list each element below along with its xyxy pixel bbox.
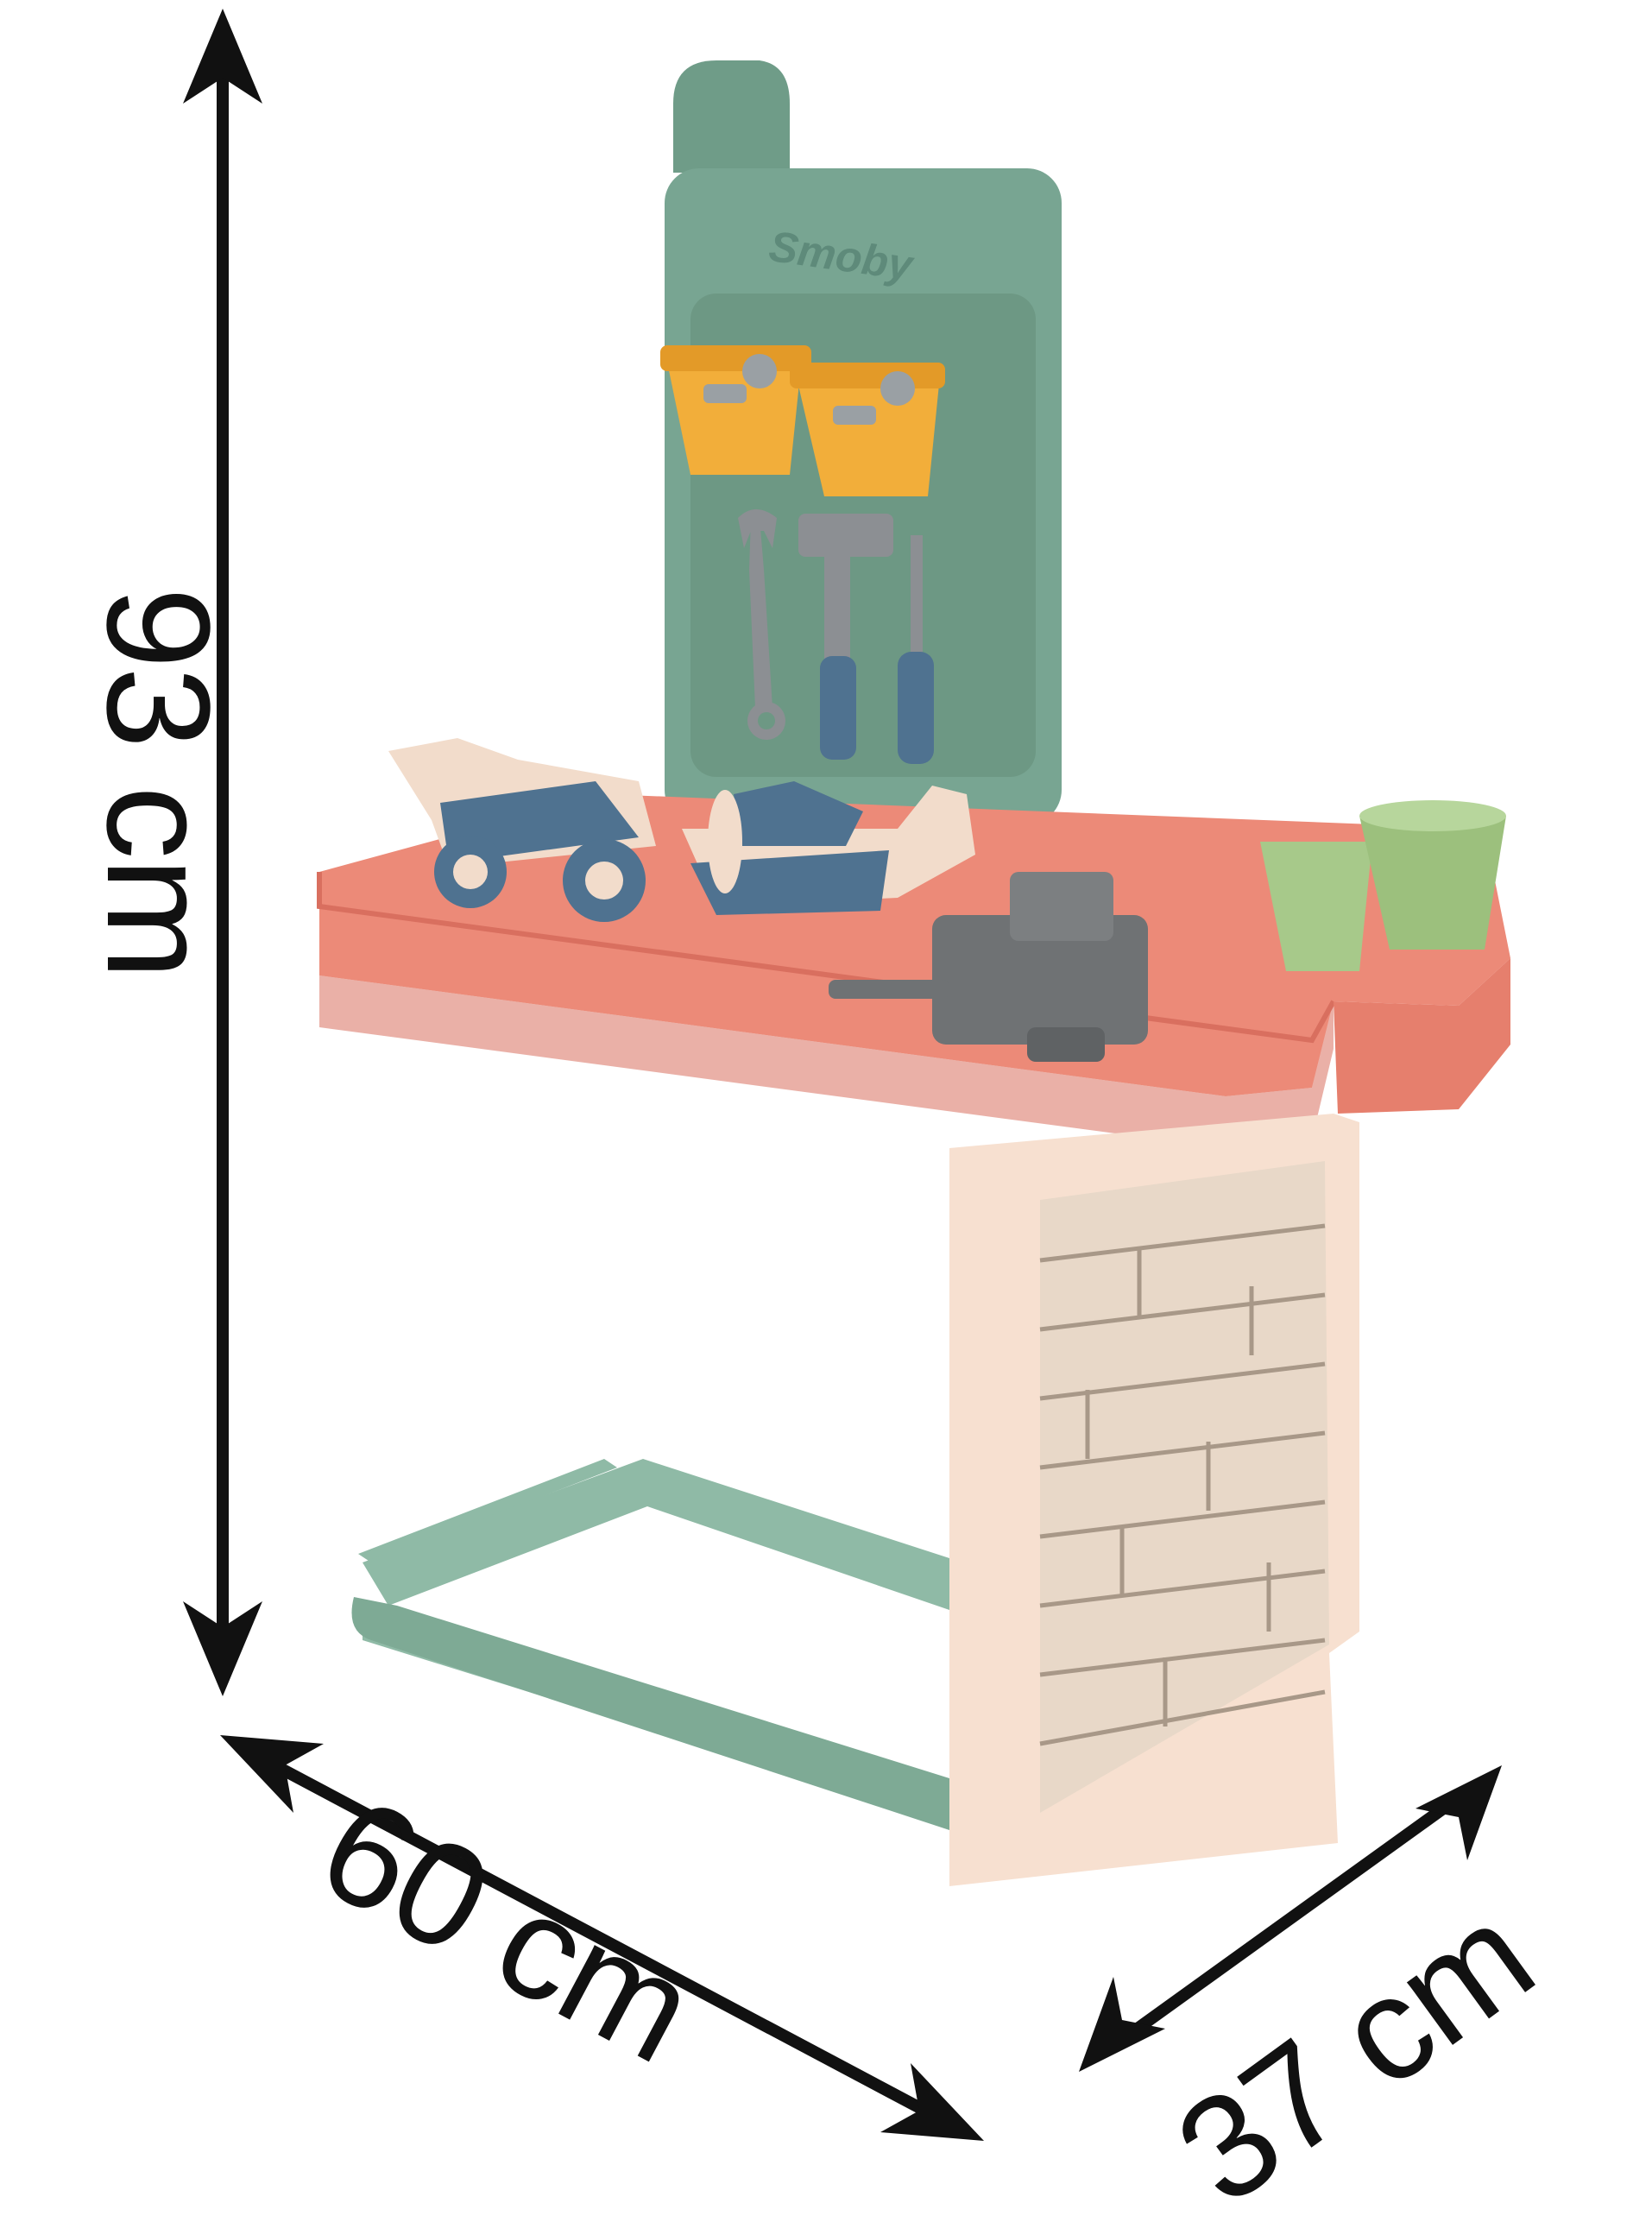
width-label: 60 cm (296, 1765, 718, 2093)
base-frame (351, 1459, 949, 1830)
depth-label: 37 cm (1148, 1873, 1561, 2222)
toy-car (388, 738, 656, 922)
green-cups (1260, 800, 1506, 971)
toy-plane (682, 781, 975, 915)
height-dimension: 93 cm (76, 9, 262, 1696)
bench-vise (829, 872, 1148, 1062)
hanging-tools (738, 509, 934, 764)
stone-leg (949, 1114, 1359, 1886)
storage-bins (660, 345, 945, 496)
height-label: 93 cm (76, 587, 240, 978)
